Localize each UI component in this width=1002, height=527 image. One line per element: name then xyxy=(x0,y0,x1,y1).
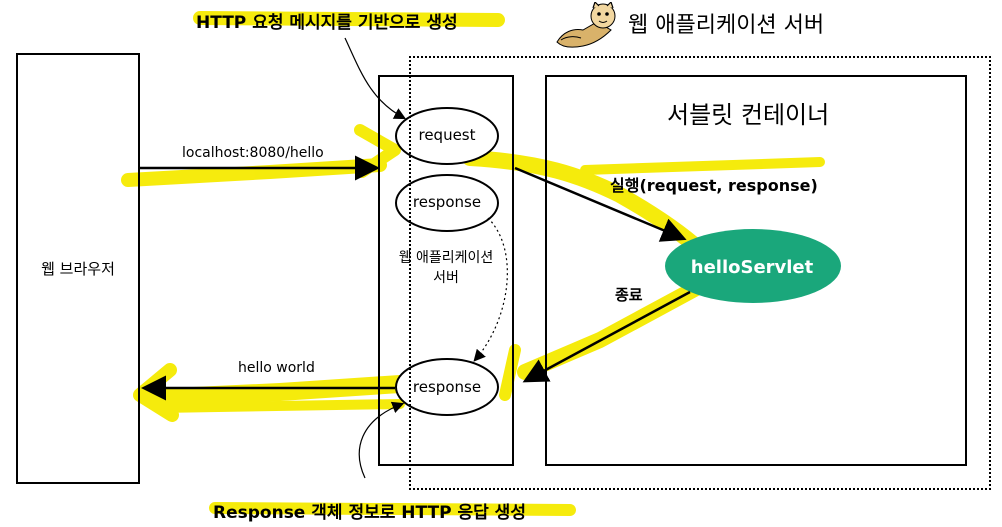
was-inner-label-line1: 웹 애플리케이션 xyxy=(398,250,494,266)
top-note-pointer xyxy=(344,37,407,120)
response-creation-note: Response 객체 정보로 HTTP 응답 생성 xyxy=(213,503,526,523)
request-url-label: localhost:8080/hello xyxy=(182,145,324,161)
request-creation-note: HTTP 요청 메시지를 기반으로 생성 xyxy=(196,13,458,33)
highlight-response-arrow xyxy=(141,375,409,407)
servlet-container-box xyxy=(545,75,967,466)
servlet-container-title: 서블릿 컨테이너 xyxy=(667,101,830,129)
dotted-connector xyxy=(473,217,508,362)
tomcat-cat-icon xyxy=(556,2,616,48)
was-outer-dotted-box xyxy=(409,56,991,490)
response-ellipse xyxy=(395,174,499,232)
end-label: 종료 xyxy=(615,286,643,304)
response-ellipse-2 xyxy=(395,358,499,416)
end-arrow xyxy=(522,290,691,383)
was-box xyxy=(378,75,514,466)
bottom-note-pointer xyxy=(358,401,405,479)
exec-arrow xyxy=(514,166,687,242)
highlight-top-note xyxy=(193,11,505,27)
browser-label: 웹 브라우저 xyxy=(41,260,115,278)
highlight-bottom-note xyxy=(209,502,576,516)
request-ellipse xyxy=(395,107,499,165)
request-label: request xyxy=(418,126,476,144)
servlet-ellipse xyxy=(665,229,841,303)
browser-box xyxy=(16,53,140,484)
page-title: 웹 애플리케이션 서버 xyxy=(628,13,825,38)
was-inner-label: 웹 애플리케이션 서버 xyxy=(378,248,514,288)
response-body-label: hello world xyxy=(238,360,315,376)
response-label-2: response xyxy=(412,378,482,396)
highlight-exec-label xyxy=(580,157,825,175)
highlight-response-bottom xyxy=(155,399,405,413)
was-inner-label-line2: 서버 xyxy=(433,270,459,286)
response-label: response xyxy=(412,193,482,211)
exec-label: 실행(request, response) xyxy=(610,176,818,195)
servlet-label: helloServlet xyxy=(690,257,814,278)
